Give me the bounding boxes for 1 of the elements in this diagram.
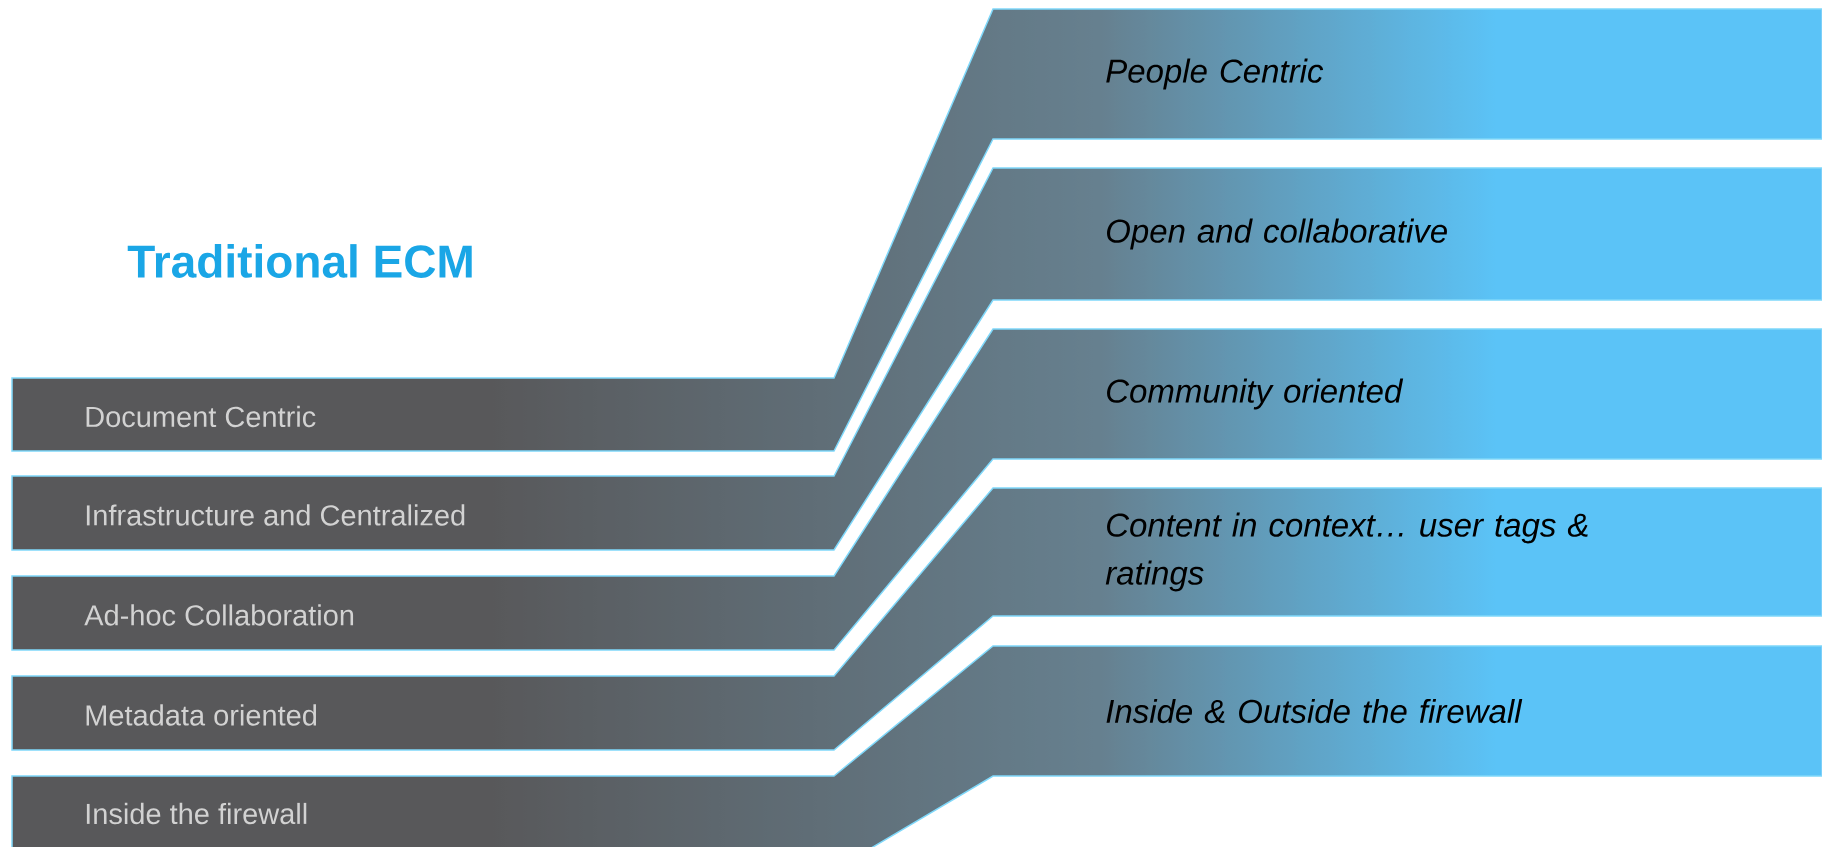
title: Traditional ECM — [127, 244, 472, 278]
